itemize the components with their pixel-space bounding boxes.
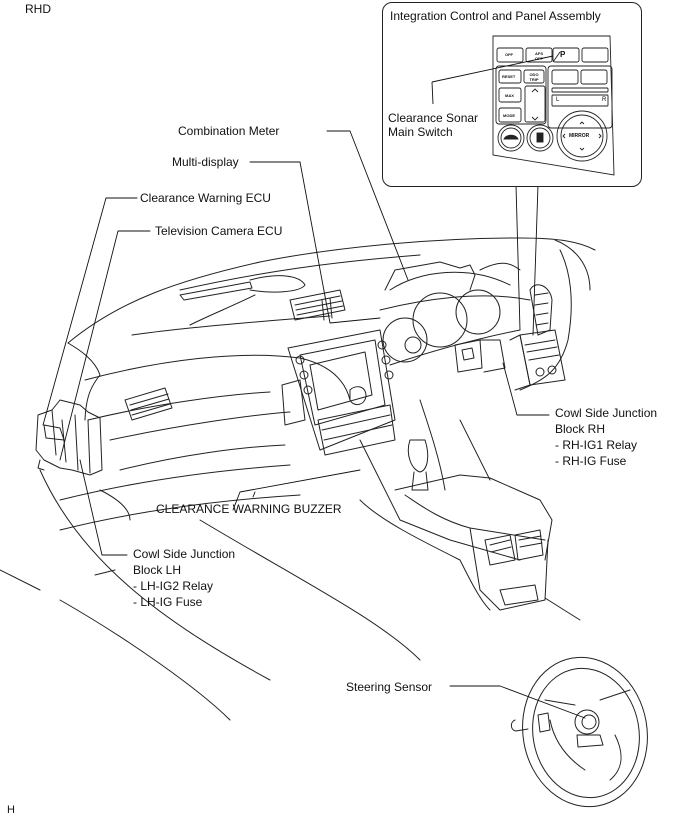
leader-television-camera-ecu: [59, 230, 151, 461]
btn-afs-off: AFS OFF: [535, 51, 543, 61]
combination-meter-art: [379, 261, 531, 366]
figure-code-label: H: [7, 804, 15, 816]
clearance-warning-ecu-box: [35, 399, 103, 476]
row1-buttons: [496, 47, 609, 63]
mirror-control: MIRROR: [569, 133, 590, 139]
btn-off: OFF: [505, 52, 513, 57]
cowl-rh-junction-art: [454, 339, 506, 373]
label-combination-meter: Combination Meter: [178, 124, 280, 138]
leader-combination-meter: [326, 130, 409, 281]
speaker-bump: [249, 275, 306, 293]
leader-sonar-switch: [431, 55, 554, 105]
leader-buzzer-2: [252, 491, 256, 498]
leader-clearance-warning-ecu: [42, 197, 138, 426]
label-cowl-side-junction-lh: Cowl Side Junction Block LH - LH-IG2 Rel…: [133, 547, 236, 609]
integration-panel-inset: [382, 2, 642, 187]
leader-lines: [42, 130, 586, 719]
mirror-select-left: L: [556, 97, 560, 103]
left-dash-panel: [84, 354, 351, 401]
label-clearance-sonar-main-switch: Clearance Sonar Main Switch: [388, 111, 479, 139]
inset-title: Integration Control and Panel Assembly: [390, 9, 601, 23]
label-television-camera-ecu: Television Camera ECU: [155, 224, 283, 238]
label-multi-display: Multi-display: [172, 155, 239, 169]
mirror-select-right: R: [602, 97, 607, 103]
rhd-label: RHD: [25, 2, 51, 16]
switch-panel-art: [509, 329, 566, 391]
right-vent: [529, 284, 553, 336]
left-vent: [124, 387, 173, 421]
btn-max: MAX: [505, 93, 514, 98]
leader-inset-1: [515, 184, 521, 331]
center-stack: [281, 289, 396, 456]
btn-parking: P: [560, 50, 566, 59]
btn-odo-trip: ODO TRIP: [529, 72, 539, 82]
leader-buzzer-1: [232, 469, 361, 511]
panel-outline: [492, 35, 615, 176]
btn-mode: MODE: [503, 113, 515, 118]
btn-reset: RESET: [502, 74, 516, 79]
defrost-vent: [179, 281, 253, 301]
dash-top-inner: [179, 254, 421, 291]
label-clearance-warning-buzzer: CLEARANCE WARNING BUZZER: [156, 502, 342, 516]
center-console-art: [359, 474, 581, 621]
label-cowl-side-junction-rh: Cowl Side Junction Block RH - RH-IG1 Rel…: [555, 406, 658, 468]
leader-multi-display: [249, 161, 381, 324]
steering-wheel-art: [510, 656, 648, 808]
leader-cowl-rh: [502, 362, 550, 416]
leader-inset-2: [532, 184, 539, 336]
leader-cowl-lh: [79, 459, 128, 556]
label-clearance-warning-ecu: Clearance Warning ECU: [140, 191, 271, 205]
leader-steering-sensor: [449, 685, 586, 719]
shifter: [407, 439, 429, 473]
label-steering-sensor: Steering Sensor: [346, 680, 433, 694]
dash-top-edge: [67, 237, 596, 344]
